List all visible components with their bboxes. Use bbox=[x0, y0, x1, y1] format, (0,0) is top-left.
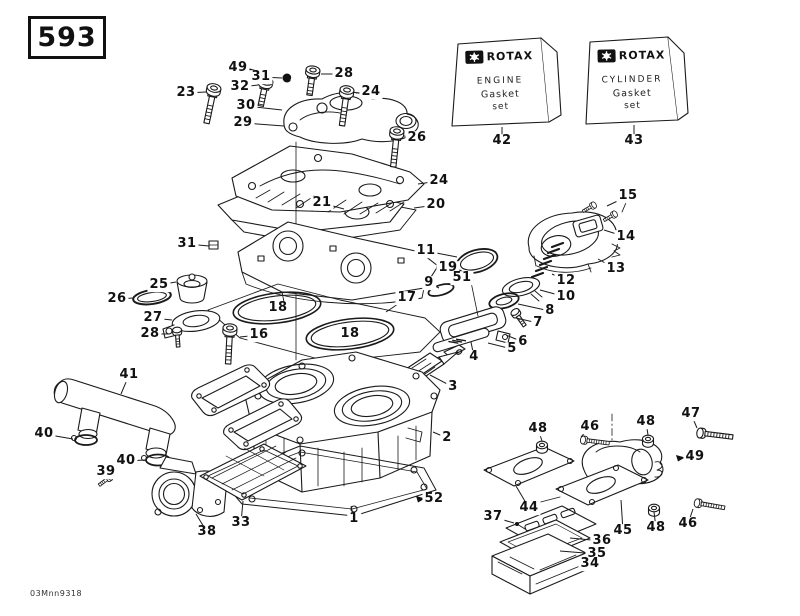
rotax-brand-row: ROTAX bbox=[455, 49, 543, 64]
rotax-brand-text: ROTAX bbox=[486, 49, 534, 64]
thermostat-art bbox=[132, 273, 238, 365]
rotax-brand-row: ROTAX bbox=[587, 48, 675, 63]
gasket-set-line2: Gasket bbox=[612, 87, 652, 100]
reed-valve-art bbox=[491, 505, 597, 595]
model-number-box: 593 bbox=[28, 16, 106, 59]
rotax-gear-icon bbox=[597, 49, 616, 63]
orings-art bbox=[207, 248, 499, 363]
drawing-code: 03Mnn9318 bbox=[30, 589, 83, 598]
gasket-set-line3: set bbox=[623, 100, 641, 112]
manifold-art bbox=[483, 413, 734, 517]
rotax-brand-text: ROTAX bbox=[618, 48, 666, 63]
top-cover-art bbox=[283, 91, 419, 361]
reed-plate-art bbox=[199, 443, 307, 501]
coolant-pipe-art bbox=[53, 378, 227, 517]
rotax-gear-icon bbox=[465, 50, 484, 64]
model-number: 593 bbox=[37, 22, 97, 53]
gasket-set-line1: CYLINDER bbox=[601, 74, 663, 86]
cylinder-gasket-set-card: ROTAX CYLINDER Gasket set bbox=[587, 48, 676, 112]
gasket-set-line1: ENGINE bbox=[476, 75, 524, 87]
head-cover-art bbox=[231, 145, 425, 215]
valve-assembly-art bbox=[432, 197, 629, 358]
gasket-set-line2: Gasket bbox=[480, 88, 520, 101]
reed-cage-art bbox=[191, 364, 303, 451]
top-fasteners-art bbox=[199, 64, 405, 250]
engine-gasket-set-card: ROTAX ENGINE Gasket set bbox=[455, 49, 545, 113]
